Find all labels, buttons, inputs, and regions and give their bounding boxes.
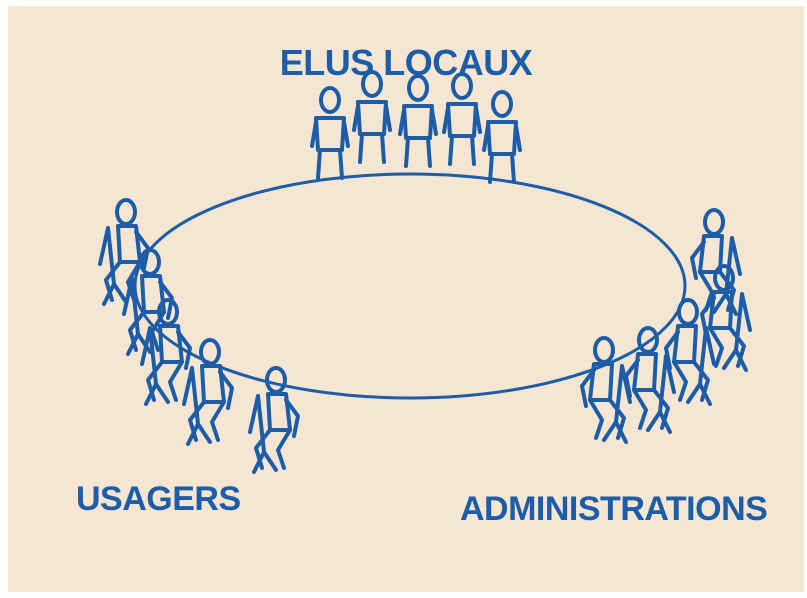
label-administrations: ADMINISTRATIONS: [460, 490, 768, 528]
person-figure-icon: [580, 336, 632, 444]
person-figure-icon: [352, 70, 392, 164]
person-figure-icon: [482, 90, 522, 184]
elus-locaux-group: [310, 70, 522, 184]
person-figure-icon: [310, 86, 350, 180]
round-table-diagram: [98, 70, 752, 474]
round-table-icon: [133, 172, 687, 400]
label-usagers: USAGERS: [76, 480, 241, 518]
person-figure-icon: [398, 74, 438, 168]
person-figure-icon: [442, 72, 482, 166]
usagers-group: [98, 198, 300, 474]
person-figure-icon: [624, 326, 676, 434]
diagram-canvas: ELUS LOCAUX USAGERS ADMINISTRATIONS: [8, 6, 804, 592]
label-elus-locaux: ELUS LOCAUX: [279, 42, 533, 83]
person-figure-icon: [182, 338, 234, 446]
